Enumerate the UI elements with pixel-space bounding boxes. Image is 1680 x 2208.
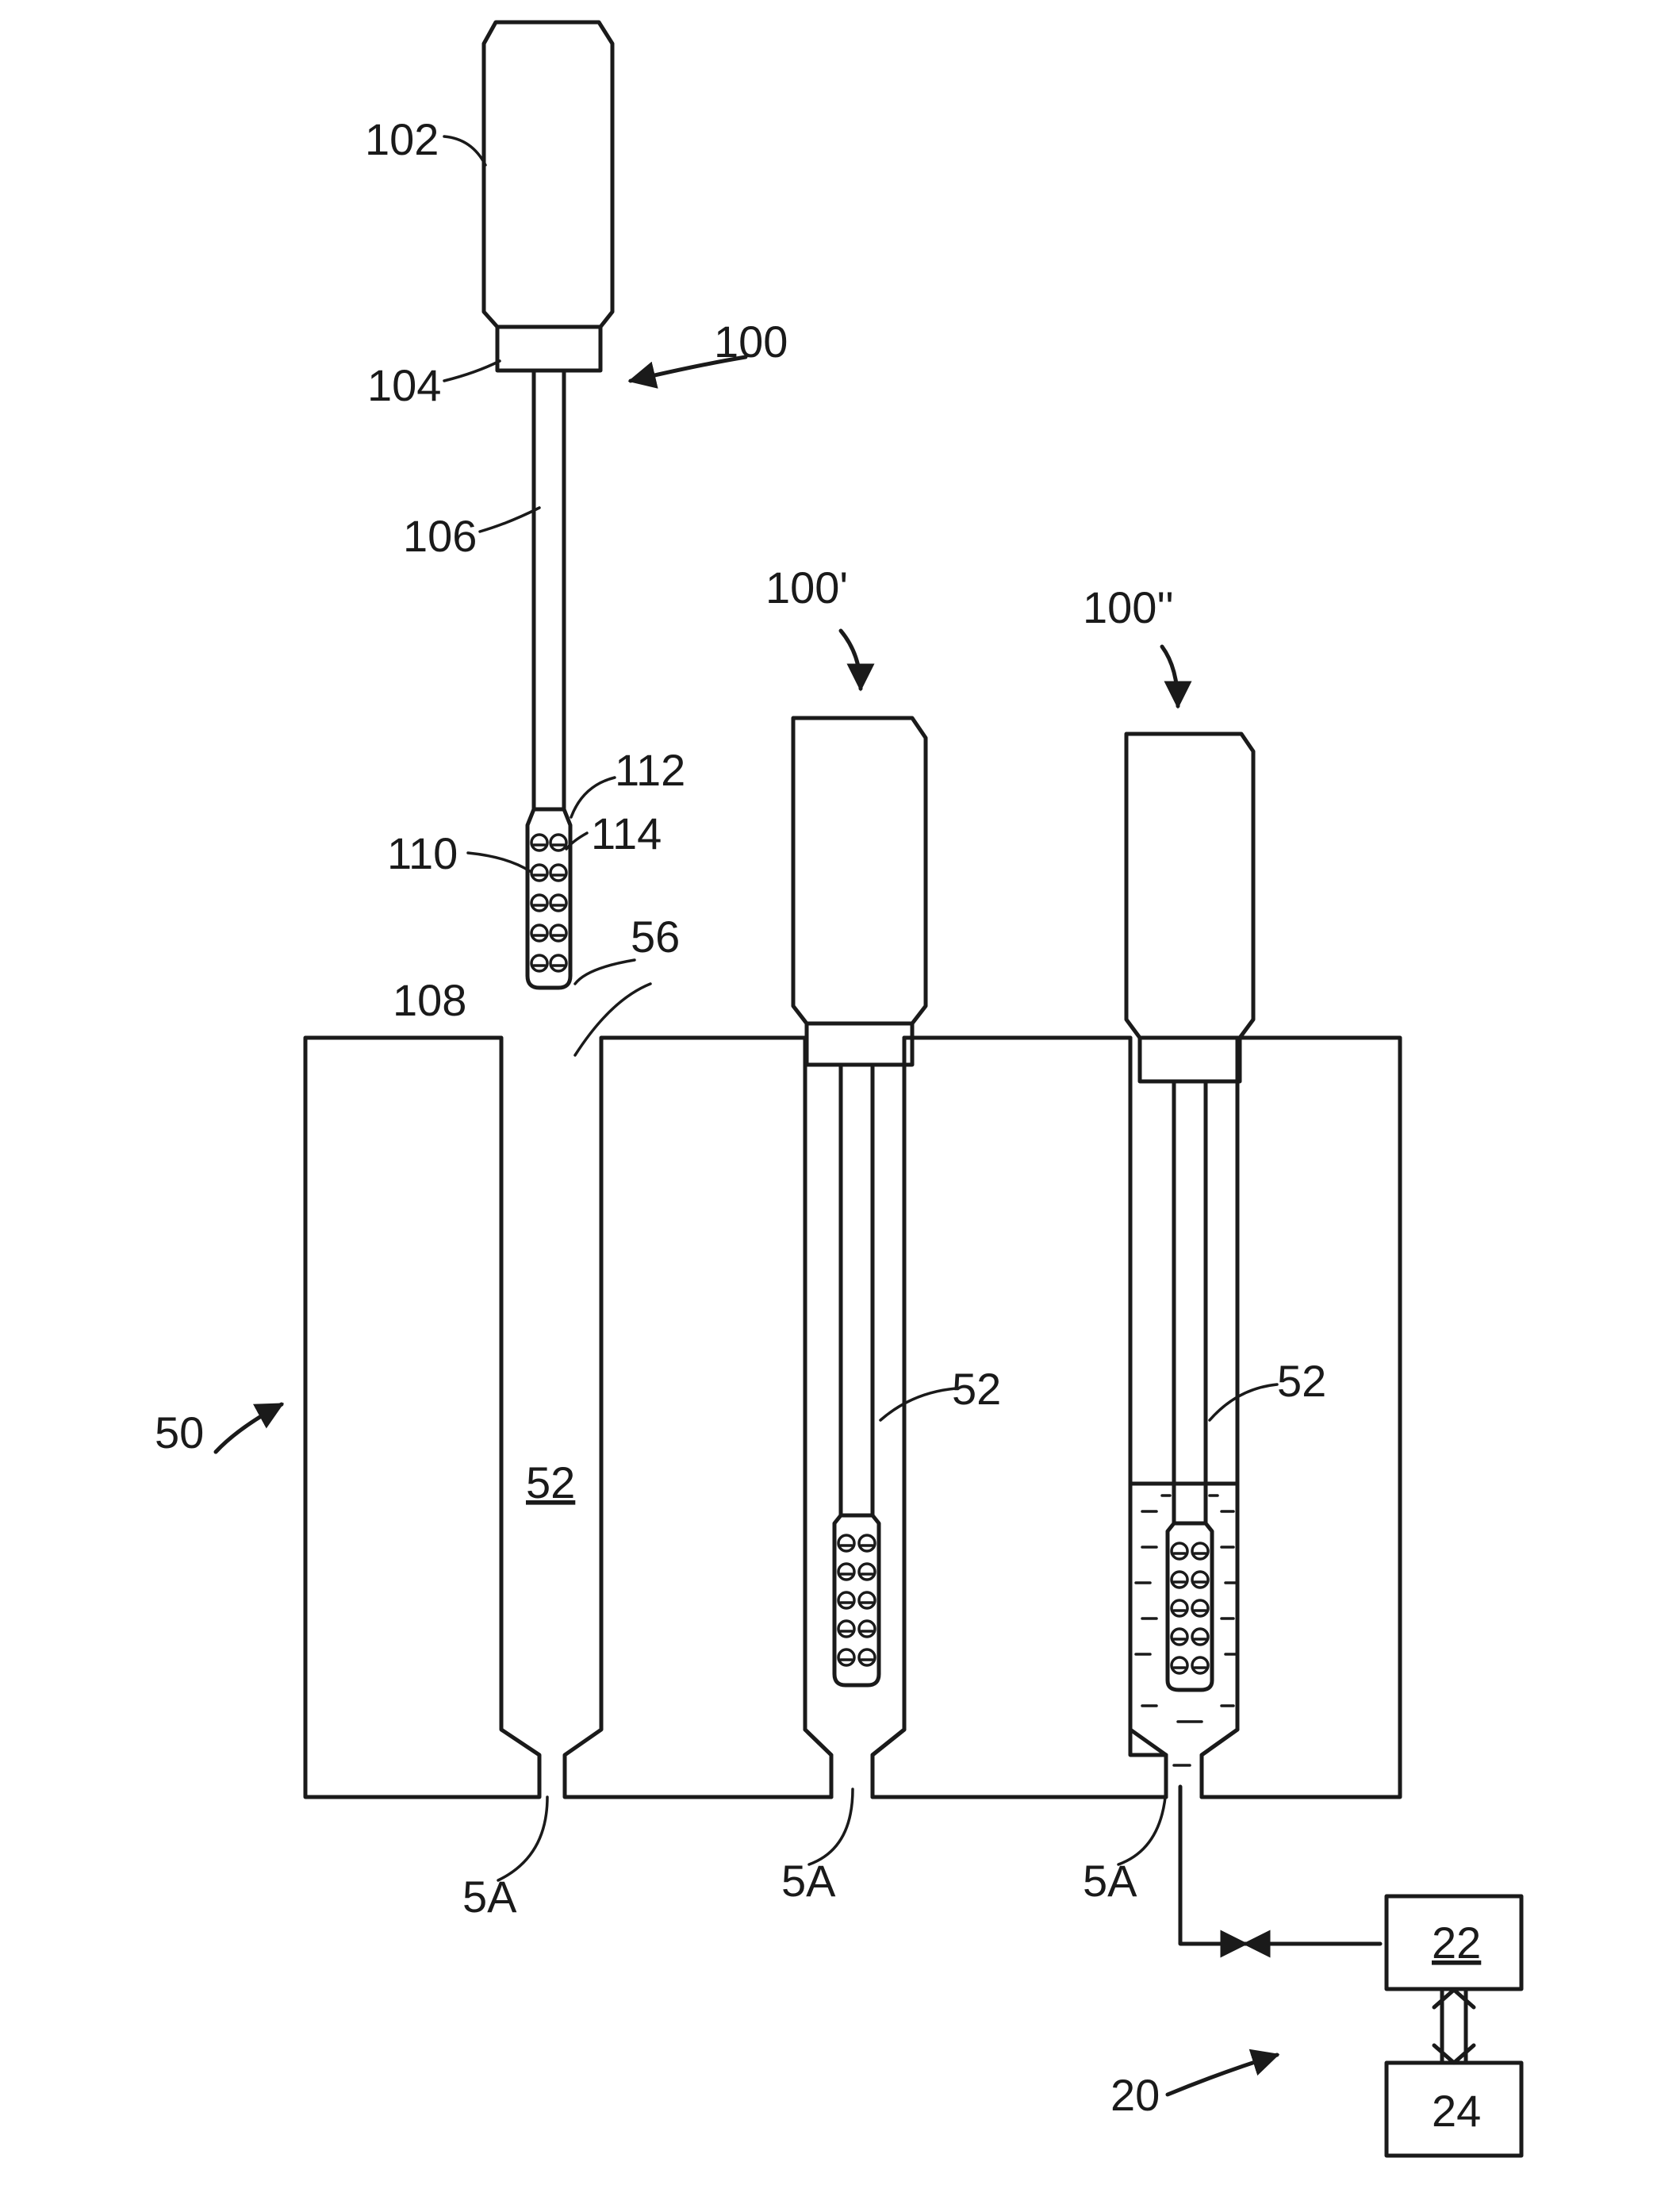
label-100-double-prime: 100'' — [1083, 582, 1174, 632]
reference-numerals: 102 104 100 106 112 114 110 56 108 100' … — [155, 114, 1481, 2136]
label-110: 110 — [387, 828, 458, 878]
sorbent-hole — [859, 1535, 875, 1551]
block-left-part — [305, 1038, 539, 1797]
block-50 — [305, 1038, 1400, 1797]
sorbent-hole — [531, 835, 547, 851]
block-right-part-2 — [873, 1038, 1166, 1797]
label-5a-middle: 5A — [781, 1856, 836, 1906]
sorbent-hole — [550, 865, 566, 881]
sorbent-hole — [550, 835, 566, 851]
label-52-left: 52 — [526, 1457, 575, 1507]
sorbent-hole — [859, 1564, 875, 1580]
sorbent-hole — [1172, 1572, 1187, 1588]
sorbent-hole — [859, 1592, 875, 1608]
label-52-right: 52 — [1277, 1356, 1326, 1406]
sorbent-hole — [838, 1535, 854, 1551]
well-right — [1130, 1038, 1237, 1797]
device-100p-cap — [793, 718, 926, 1023]
sorbent-hole — [1192, 1572, 1208, 1588]
sorbent-hole — [1172, 1600, 1187, 1616]
sorbent-hole — [859, 1649, 875, 1665]
device-100p-collar — [807, 1023, 912, 1065]
sorbent-hole — [838, 1592, 854, 1608]
label-20: 20 — [1110, 2070, 1160, 2120]
label-100: 100 — [714, 317, 788, 367]
sorbent-hole — [1192, 1657, 1208, 1673]
device-100pp-sorbent-holes — [1172, 1543, 1208, 1673]
label-50: 50 — [155, 1407, 204, 1457]
label-108: 108 — [393, 975, 466, 1025]
device-100-double-prime — [1126, 734, 1253, 1765]
device-100pp-cap — [1126, 734, 1253, 1038]
sorbent-hole — [838, 1564, 854, 1580]
sorbent-hole — [550, 895, 566, 911]
sorbent-hole — [838, 1621, 854, 1637]
sorbent-hole — [531, 955, 547, 971]
sorbent-hole — [550, 925, 566, 941]
device-100-collar — [497, 327, 600, 371]
block-right-part-3 — [1202, 1038, 1400, 1797]
label-56: 56 — [631, 912, 680, 962]
sorbent-hole — [1192, 1543, 1208, 1559]
sorbent-hole — [859, 1621, 875, 1637]
sorbent-hole — [1172, 1543, 1187, 1559]
sorbent-hole — [838, 1649, 854, 1665]
label-5a-left: 5A — [462, 1872, 517, 1922]
sorbent-hole — [531, 865, 547, 881]
label-106: 106 — [403, 511, 477, 561]
sorbent-hole — [550, 955, 566, 971]
label-52-middle: 52 — [952, 1364, 1001, 1414]
sorbent-hole — [1192, 1600, 1208, 1616]
label-22: 22 — [1432, 1918, 1481, 1968]
label-112: 112 — [615, 745, 685, 795]
label-24: 24 — [1432, 2086, 1481, 2136]
sorbent-hole — [1172, 1629, 1187, 1645]
device-100p-sorbent-holes — [838, 1535, 875, 1665]
device-100-cap — [484, 22, 612, 327]
label-104: 104 — [367, 360, 441, 410]
liquid-hatching — [1136, 1496, 1237, 1765]
device-100-sorbent-holes — [531, 835, 566, 971]
sorbent-hole — [1192, 1629, 1208, 1645]
label-5a-right: 5A — [1083, 1856, 1137, 1906]
sorbent-hole — [531, 925, 547, 941]
sorbent-hole — [1172, 1657, 1187, 1673]
well-middle — [805, 1038, 904, 1797]
device-100pp-collar — [1140, 1038, 1240, 1081]
sorbent-hole — [531, 895, 547, 911]
double-arrow — [1434, 1990, 1474, 2063]
label-100-prime: 100' — [765, 563, 848, 612]
block-right-part — [565, 1038, 831, 1797]
leader-lines — [216, 136, 1277, 2095]
label-114: 114 — [591, 808, 662, 858]
label-102: 102 — [365, 114, 439, 164]
